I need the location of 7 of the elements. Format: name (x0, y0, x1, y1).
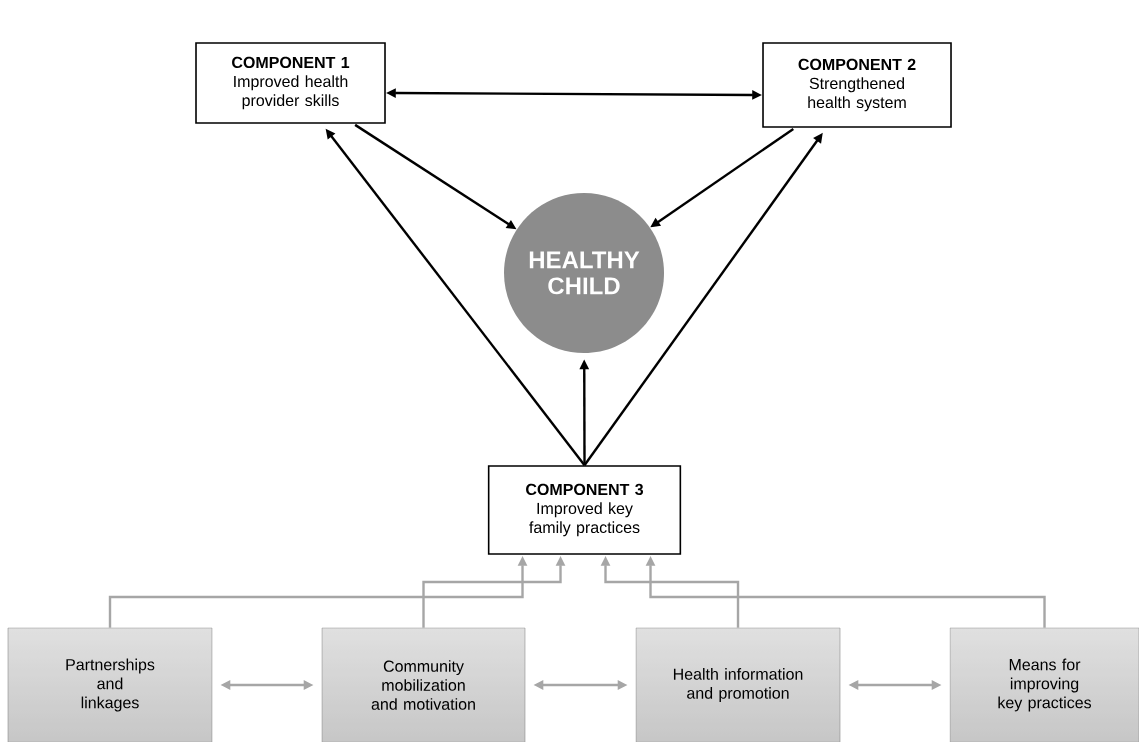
strategy-box: Partnerships and linkages (7, 627, 213, 742)
strategy-box: Health information and promotion (635, 627, 841, 742)
component-box: COMPONENT 1 Improved health provider skills (195, 42, 386, 124)
component-box: COMPONENT 2 Strengthened health system (762, 42, 952, 128)
component-box: COMPONENT 3 Improved key family practices (487, 465, 682, 555)
strategy-box: Means for improving key practices (949, 627, 1139, 742)
strategy-box: Community mobilization and motivation (321, 627, 526, 742)
